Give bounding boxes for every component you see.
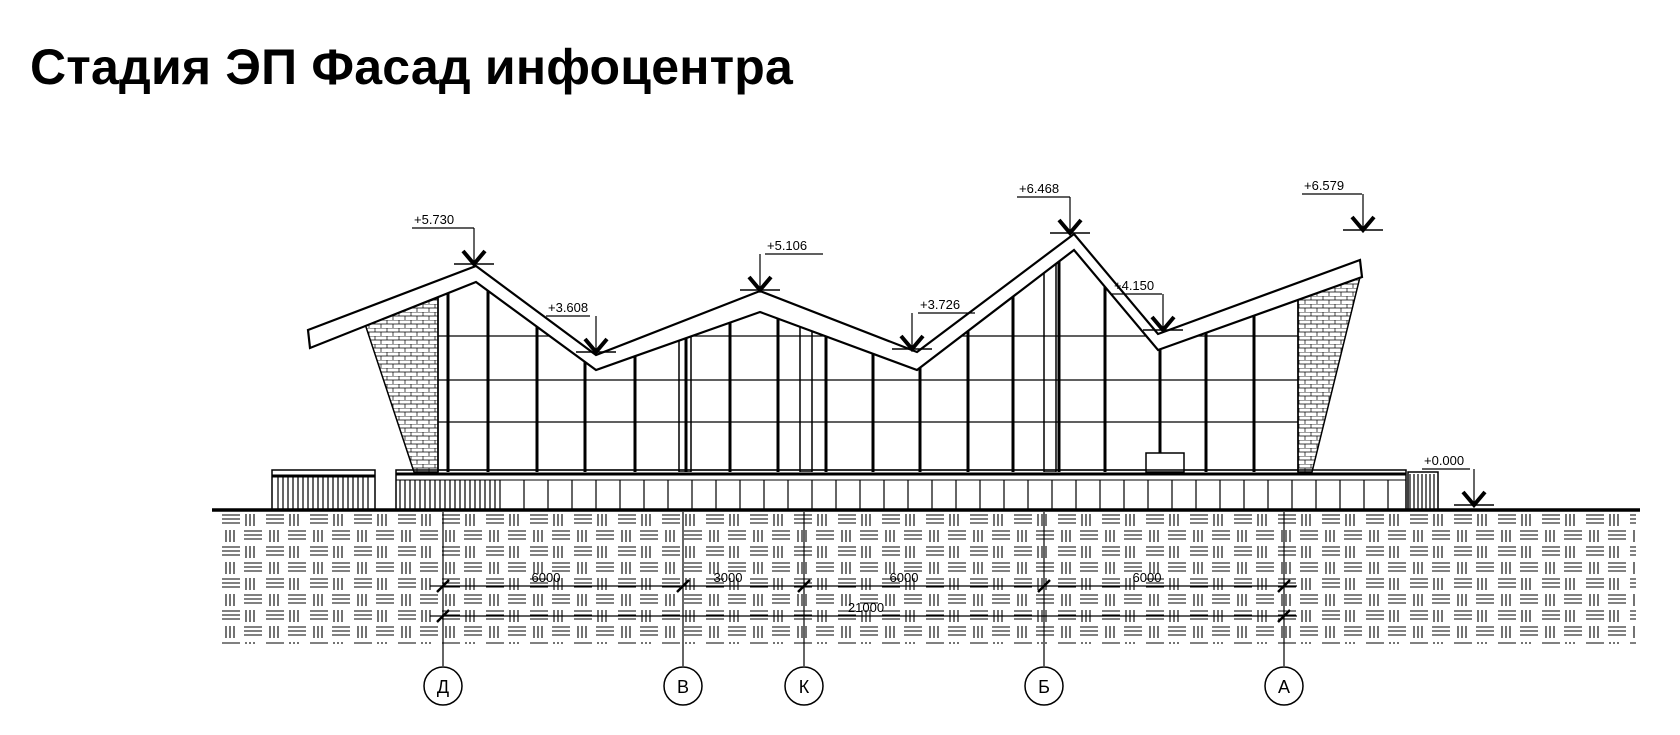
elevation-marker: +6.579 xyxy=(1302,178,1383,234)
elevation-label: +5.730 xyxy=(414,212,454,227)
elevation-marker: +5.730 xyxy=(412,212,494,268)
elevation-marker: +4.150 xyxy=(1112,278,1183,334)
elevation-label: +5.106 xyxy=(767,238,807,253)
dimension-label: 6000 xyxy=(890,570,919,585)
elevation-label: +4.150 xyxy=(1114,278,1154,293)
elevation-label: +3.608 xyxy=(548,300,588,315)
dimension-label: 6000 xyxy=(532,570,561,585)
elevation-marker: +5.106 xyxy=(740,238,823,294)
roof-slab xyxy=(306,232,1364,372)
elevation-marker: +0.000 xyxy=(1422,453,1494,509)
grid-axis-bubble xyxy=(663,666,703,706)
elevation-marker: +3.608 xyxy=(546,300,616,356)
grid-axis-label: Д xyxy=(437,677,449,697)
grid-axis-label: А xyxy=(1278,677,1290,697)
elevation-markers: +5.730 +3.608 +5.106 +3.726 +6.468 +4.150 +6.5… xyxy=(412,178,1494,509)
grid-axis: К xyxy=(784,512,824,706)
grid-axis: Б xyxy=(1024,512,1064,706)
grid-axis-bubble xyxy=(1264,666,1304,706)
glazing-frame xyxy=(437,298,1299,473)
dimension-label: 6000 xyxy=(1133,570,1162,585)
dimension-label-overall: 21000 xyxy=(848,600,884,615)
elevation-label: +6.579 xyxy=(1304,178,1344,193)
glazing xyxy=(438,250,1298,472)
grid-axis: Д xyxy=(423,512,463,706)
grid-axis-label: В xyxy=(677,677,689,697)
elevation-marker: +6.468 xyxy=(1017,181,1090,237)
railing xyxy=(271,469,1439,511)
grid-axis: А xyxy=(1264,512,1304,706)
grid-axis: В xyxy=(663,512,703,706)
page-title: Стадия ЭП Фасад инфоцентра xyxy=(30,39,794,95)
elevation-label: +6.468 xyxy=(1019,181,1059,196)
elevation-label: +0.000 xyxy=(1424,453,1464,468)
elevation-label: +3.726 xyxy=(920,297,960,312)
grid-axis-label: К xyxy=(799,677,810,697)
grid-axis-bubble xyxy=(784,666,824,706)
ground-paving xyxy=(212,508,1640,644)
grid-axis-bubble xyxy=(423,666,463,706)
dimension-label: 3000 xyxy=(714,570,743,585)
grid-axis-bubble xyxy=(1024,666,1064,706)
grid-axis-label: Б xyxy=(1038,677,1050,697)
elevation-marker: +3.726 xyxy=(892,297,975,353)
